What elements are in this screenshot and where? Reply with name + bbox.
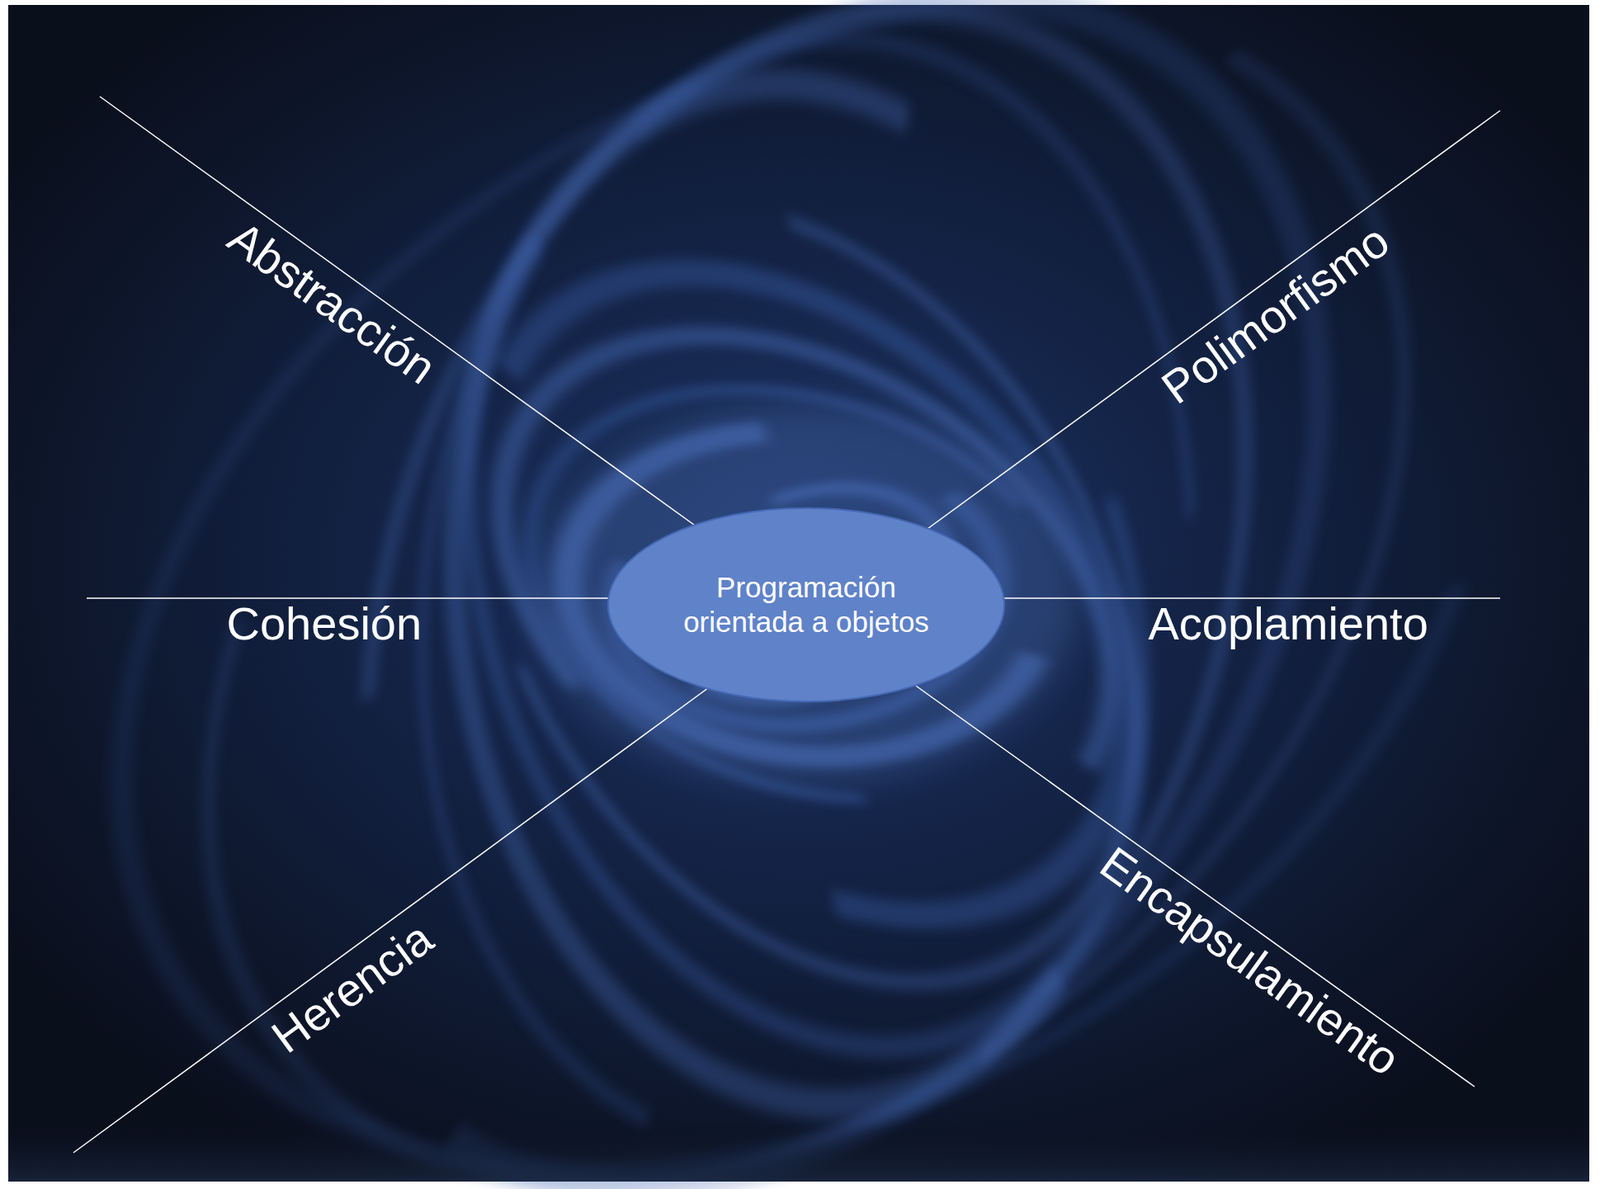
- leader-line: [972, 597, 1501, 600]
- concept-label: Acoplamiento: [1148, 600, 1429, 647]
- leader-line: [921, 110, 1501, 534]
- swirl-glow: [533, 404, 1079, 784]
- swirl-stroke: [0, 0, 1562, 1189]
- swirl-stroke: [279, 0, 1412, 1099]
- concept-label: Encapsulamiento: [1092, 839, 1408, 1084]
- concept-ellipse: Programación orientada a objetos: [606, 506, 1006, 704]
- leader-lines: [73, 96, 1501, 1153]
- leader-line: [73, 685, 712, 1153]
- leader-line: [86, 597, 642, 600]
- swirl-stroke: [39, 0, 1600, 1189]
- leader-line: [99, 96, 700, 529]
- concept-label: Herencia: [264, 914, 441, 1062]
- concept-label: Polimorfismo: [1154, 217, 1398, 412]
- swirl-stroke: [105, 0, 1549, 1189]
- concept-label: Abstracción: [220, 213, 444, 392]
- swirl-stroke: [392, 47, 1081, 1157]
- ellipse-outline: [606, 506, 1006, 704]
- leader-line: [913, 684, 1475, 1087]
- node-title: Programación orientada a objetos: [653, 570, 959, 640]
- floor-band: [8, 1122, 1590, 1182]
- concept-label: Cohesión: [226, 600, 423, 647]
